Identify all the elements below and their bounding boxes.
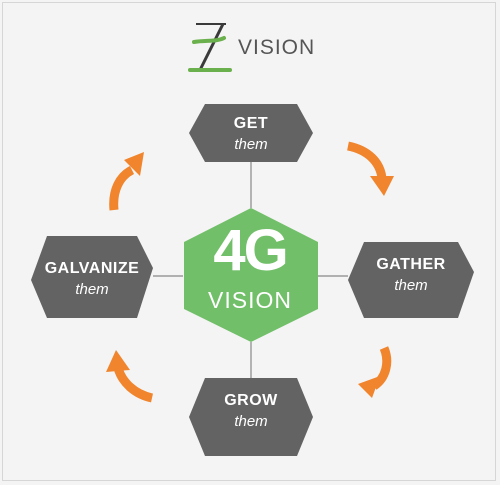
arrow-top-right-icon bbox=[346, 141, 394, 196]
step-galvanize-object: them bbox=[75, 281, 109, 299]
step-gather-verb: GATHER bbox=[376, 256, 446, 273]
step-grow-label: GROW them bbox=[189, 392, 313, 431]
arrow-top-left-icon bbox=[109, 152, 144, 211]
center-subtitle: VISION bbox=[208, 287, 292, 313]
arrow-bottom-right-icon bbox=[358, 346, 392, 398]
logo-wordmark: VISION bbox=[238, 36, 316, 59]
step-galvanize-verb: GALVANIZE bbox=[44, 260, 140, 277]
arrow-bottom-left-icon bbox=[106, 350, 154, 403]
step-get-object: them bbox=[234, 136, 268, 154]
step-get-label: GET them bbox=[189, 115, 313, 154]
step-grow-object: them bbox=[234, 413, 268, 431]
hexagon-center-4g-vision bbox=[184, 208, 318, 342]
e-vision-logo: VISION bbox=[186, 16, 326, 76]
hexagon-galvanize bbox=[31, 236, 153, 318]
step-gather-label: GATHER them bbox=[352, 256, 470, 295]
step-galvanize-label: GALVANIZE them bbox=[31, 260, 153, 299]
center-title: 4G bbox=[213, 218, 288, 283]
hexagon-gather bbox=[348, 242, 474, 318]
step-grow-verb: GROW bbox=[224, 392, 278, 409]
step-gather-object: them bbox=[394, 277, 428, 295]
hexagon-grow bbox=[189, 378, 313, 456]
hexagon-get bbox=[189, 104, 313, 162]
e-logo-mark-icon bbox=[188, 23, 232, 72]
step-get-verb: GET bbox=[233, 115, 269, 132]
